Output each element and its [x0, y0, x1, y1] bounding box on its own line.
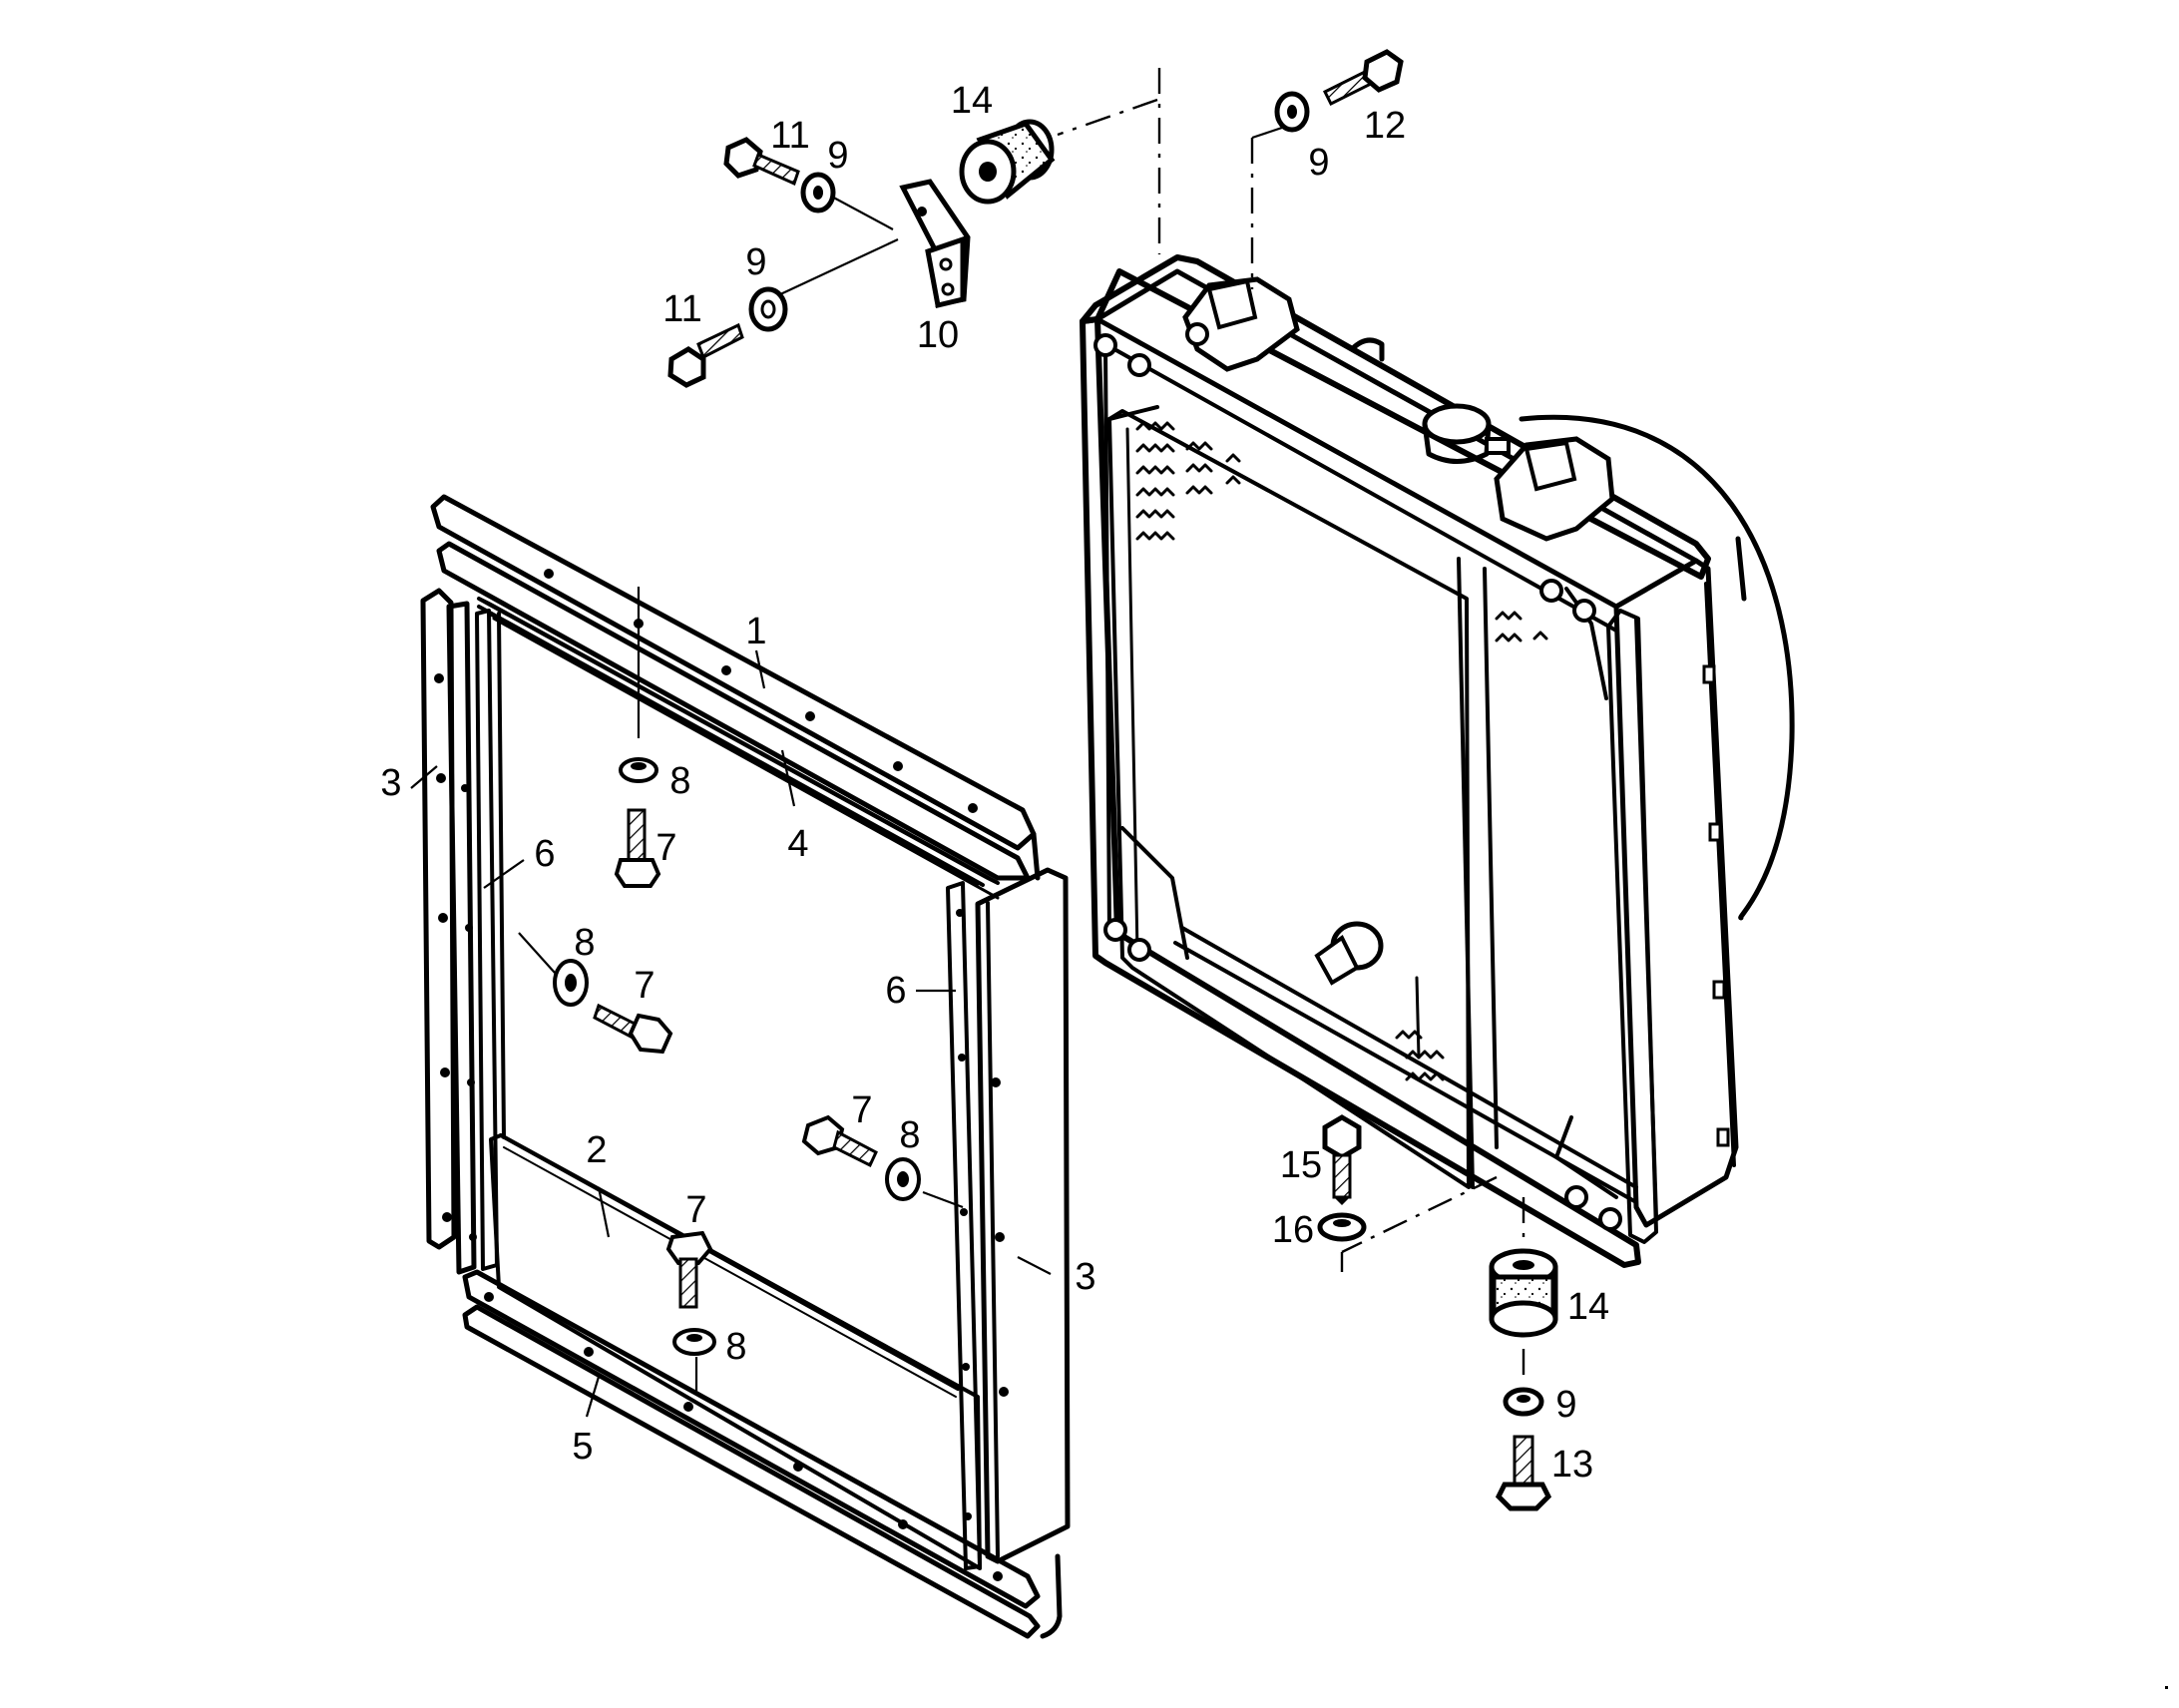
rubber-isolator-icon	[1489, 1248, 1558, 1338]
bolt-icon	[1495, 1435, 1552, 1511]
filler-cap-icon	[1422, 403, 1511, 464]
callout-label: 7	[634, 965, 654, 1007]
callout-label: 9	[827, 135, 848, 177]
left-side-plate	[420, 588, 477, 1275]
callout-label: 4	[787, 823, 808, 865]
callout-labels: 1 2 3 3 4 5 6 6 7 7 7 7 8 8 8 8 9 9 9 9 …	[380, 80, 1609, 1486]
bolt-icon	[1322, 1114, 1362, 1205]
callout-label: 16	[1272, 1209, 1314, 1251]
callout-label: 8	[899, 1114, 920, 1156]
callout-label: 8	[669, 760, 690, 802]
washer-icon	[1317, 1212, 1367, 1242]
callout-label: 11	[662, 288, 701, 330]
bolt-icon	[614, 808, 661, 888]
callout-label: 9	[745, 241, 766, 283]
mounting-bracket-icon	[899, 179, 971, 309]
callout-label: 1	[745, 611, 766, 652]
callout-label: 6	[534, 833, 555, 875]
callout-label: 2	[586, 1129, 607, 1171]
callout-label: 12	[1364, 105, 1406, 147]
radiator-fins	[1135, 421, 1548, 1081]
right-inner-rail	[946, 881, 982, 1570]
callout-label: 6	[885, 970, 906, 1012]
callout-label: 5	[572, 1426, 593, 1468]
callout-label: 3	[1075, 1256, 1095, 1298]
callout-label: 8	[725, 1326, 746, 1368]
callout-label: 11	[770, 115, 809, 157]
bottom-plate	[462, 1269, 1041, 1639]
callout-label: 7	[685, 1189, 706, 1231]
callout-label: 15	[1280, 1144, 1322, 1186]
drain-plug-icon	[1314, 921, 1384, 986]
washer-icon	[553, 959, 589, 1007]
bolt-icon	[801, 1114, 878, 1168]
bolt-icon	[665, 1230, 713, 1309]
top-plate	[430, 494, 1037, 881]
fan-outline	[1519, 414, 1795, 921]
callout-label: 3	[380, 762, 401, 804]
radiator	[1080, 254, 1795, 1268]
washer-icon	[885, 1157, 921, 1201]
washer-icon	[1274, 91, 1310, 133]
bolt-icon	[1322, 49, 1404, 107]
bolt-icon	[667, 322, 744, 388]
callout-label: 9	[1308, 142, 1329, 184]
callout-label: 14	[1567, 1286, 1609, 1328]
washer-icon	[748, 286, 788, 332]
radiator-mount-bracket	[1182, 276, 1300, 372]
callout-label: 10	[917, 314, 959, 356]
fan-shroud-assembly	[420, 494, 1071, 1639]
callout-label: 7	[655, 827, 676, 869]
washer-icon	[672, 1328, 716, 1356]
callout-label: 9	[1555, 1384, 1576, 1426]
bolt-icon	[723, 137, 800, 187]
radiator-bolt-holes	[1093, 333, 1622, 1231]
callout-leaders	[410, 649, 1052, 1418]
callout-label: 8	[574, 922, 595, 964]
callout-label: 7	[851, 1089, 872, 1131]
callout-label: 13	[1551, 1444, 1593, 1486]
rubber-isolator-icon	[959, 119, 1056, 205]
bolt-icon	[593, 1003, 673, 1055]
washer-icon	[800, 172, 836, 214]
inner-top-rail	[477, 597, 1000, 887]
top-mount-hardware	[667, 49, 1525, 1379]
right-side-plate	[975, 867, 1071, 1564]
callout-label: 14	[951, 80, 993, 122]
bottom-mount-hardware	[1317, 1114, 1558, 1511]
radiator-mount-bracket	[1494, 436, 1615, 542]
washer-icon	[1503, 1387, 1544, 1417]
